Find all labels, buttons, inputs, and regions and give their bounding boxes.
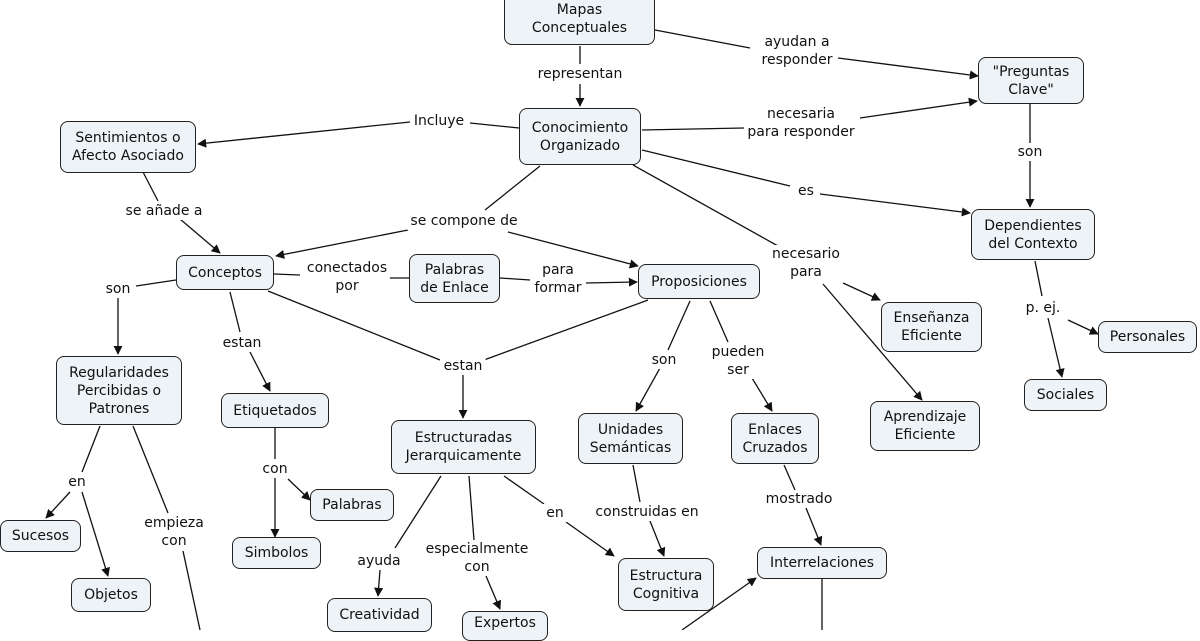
edge-incluye-sentimientos: [197, 121, 411, 148]
edge-palabras-paraformar: [499, 277, 531, 281]
link-se-anade-a: se añade a: [122, 202, 206, 220]
edge-conceptos-conectados: [273, 273, 301, 276]
link-para-formar: para formar: [531, 261, 585, 297]
link-son-proposiciones: son: [648, 351, 680, 369]
link-empieza-con: empieza con: [141, 514, 207, 550]
link-necesario-para: necesario para: [769, 245, 843, 281]
node-estructura-cognitiva[interactable]: Estructura Cognitiva: [618, 558, 714, 611]
edge-conceptos-son: [135, 279, 177, 287]
edge-pej-sociales: [1047, 317, 1065, 378]
edge-en-objetos: [81, 491, 110, 577]
node-ensenanza-eficiente[interactable]: Enseñanza Eficiente: [881, 302, 982, 352]
edge-conocimiento-incluye: [469, 122, 520, 129]
edge-en-sucesos: [45, 491, 71, 519]
node-expertos[interactable]: Expertos: [462, 611, 548, 641]
link-incluye: Incluye: [410, 112, 468, 130]
edge-proposiciones-pueden: [709, 300, 729, 343]
edge-paraformar-proposiciones: [585, 277, 638, 287]
link-especialmente-con: especialmente con: [422, 540, 532, 576]
node-estructuradas-jerarquicamente[interactable]: Estructuradas Jerarquicamente: [391, 420, 536, 474]
link-conectados-por: conectados por: [303, 259, 391, 295]
edge-mapas-ayudan: [654, 29, 751, 49]
edge-conocimiento-secompone: [484, 165, 541, 211]
link-con: con: [259, 460, 291, 478]
node-sociales[interactable]: Sociales: [1024, 379, 1107, 411]
link-necesaria-responder: necesaria para responder: [744, 105, 858, 141]
edge-conceptos-estan2: [267, 290, 441, 361]
node-palabras[interactable]: Palabras: [310, 489, 394, 521]
node-dependientes-contexto[interactable]: Dependientes del Contexto: [971, 209, 1095, 260]
link-mostrado: mostrado: [762, 490, 836, 508]
edge-especialmente-expertos: [485, 575, 501, 610]
node-creatividad[interactable]: Creatividad: [327, 598, 432, 632]
link-p-ej: p. ej.: [1022, 299, 1064, 317]
edge-proposiciones-estan2: [483, 299, 649, 361]
link-son-conceptos: son: [102, 280, 134, 298]
edge-estructuradas-en: [503, 475, 545, 505]
edge-secompone-conceptos: [275, 229, 409, 259]
edge-ayudan-preguntas: [837, 57, 979, 80]
link-es: es: [795, 182, 817, 200]
link-son-preguntas: son: [1014, 143, 1046, 161]
node-aprendizaje-eficiente[interactable]: Aprendizaje Eficiente: [870, 401, 980, 451]
node-palabras-enlace[interactable]: Palabras de Enlace: [409, 254, 500, 303]
link-en-estructuradas: en: [543, 504, 567, 522]
link-estan-etiquetados: estan: [219, 334, 265, 352]
edge-necesaria-preguntas: [859, 97, 978, 119]
edge-es-dependientes: [819, 193, 971, 217]
edge-regularidades-empieza: [132, 425, 169, 514]
link-ayudan-responder: ayudan a responder: [758, 33, 836, 69]
node-interrelaciones[interactable]: Interrelaciones: [757, 547, 887, 579]
edge-necesario-ensenanza: [842, 282, 881, 301]
edge-conocimiento-necesario: [632, 164, 779, 247]
node-mapas-conceptuales[interactable]: Mapas Conceptuales: [504, 0, 655, 45]
link-ayuda: ayuda: [354, 552, 404, 570]
edge-construidas-estructura: [649, 520, 666, 557]
edge-pueden-enlaces: [751, 377, 773, 412]
edge-enlaces-mostrado: [783, 464, 796, 491]
edge-conocimiento-necesaria: [641, 127, 745, 131]
node-conceptos[interactable]: Conceptos: [176, 255, 274, 290]
node-enlaces-cruzados[interactable]: Enlaces Cruzados: [731, 413, 819, 464]
edge-bottom-to-interrelaciones: [681, 577, 757, 630]
edge-unidades-construidas: [632, 464, 641, 503]
edge-empieza-down: [182, 550, 201, 630]
edge-en-estructura: [565, 521, 615, 557]
edge-regularidades-en: [81, 425, 101, 473]
node-personales[interactable]: Personales: [1098, 321, 1197, 353]
edge-conceptos-estan: [229, 291, 241, 333]
node-simbolos[interactable]: Simbolos: [232, 537, 321, 569]
node-conocimiento-organizado[interactable]: Conocimiento Organizado: [519, 108, 641, 165]
edge-son-unidades: [635, 367, 661, 412]
node-preguntas-clave[interactable]: "Preguntas Clave": [978, 57, 1084, 104]
node-proposiciones[interactable]: Proposiciones: [638, 264, 760, 299]
edge-con-palabras: [287, 478, 311, 501]
link-pueden-ser: pueden ser: [708, 343, 768, 379]
node-objetos[interactable]: Objetos: [71, 578, 151, 612]
node-sentimientos[interactable]: Sentimientos o Afecto Asociado: [60, 121, 196, 173]
link-estan-estructuradas: estan: [440, 357, 486, 375]
edge-estan-etiquetados: [249, 351, 271, 392]
node-regularidades[interactable]: Regularidades Percibidas o Patrones: [56, 356, 182, 425]
node-etiquetados[interactable]: Etiquetados: [221, 393, 329, 428]
edge-estructuradas-ayuda: [394, 475, 442, 549]
edge-dependientes-pej: [1034, 260, 1043, 297]
edge-sentimientos-seanade: [142, 171, 159, 202]
edge-secompone-proposiciones: [507, 231, 639, 269]
edge-mostrado-interrelaciones: [805, 507, 823, 546]
link-representan: representan: [534, 65, 626, 83]
edge-proposiciones-son: [667, 300, 691, 351]
edge-seanade-conceptos: [179, 218, 221, 254]
edge-pej-personales: [1067, 319, 1099, 335]
link-se-compone-de: se compone de: [407, 212, 521, 230]
edge-estructuradas-especialmente: [468, 475, 475, 541]
edge-ayuda-creatividad: [374, 569, 384, 597]
node-unidades-semanticas[interactable]: Unidades Semánticas: [578, 413, 683, 464]
edge-necesario-aprendizaje: [822, 283, 923, 401]
link-construidas-en: construidas en: [592, 503, 702, 521]
node-sucesos[interactable]: Sucesos: [0, 520, 81, 552]
edge-conocimiento-es: [641, 149, 791, 187]
link-en-regularidades: en: [65, 473, 89, 491]
